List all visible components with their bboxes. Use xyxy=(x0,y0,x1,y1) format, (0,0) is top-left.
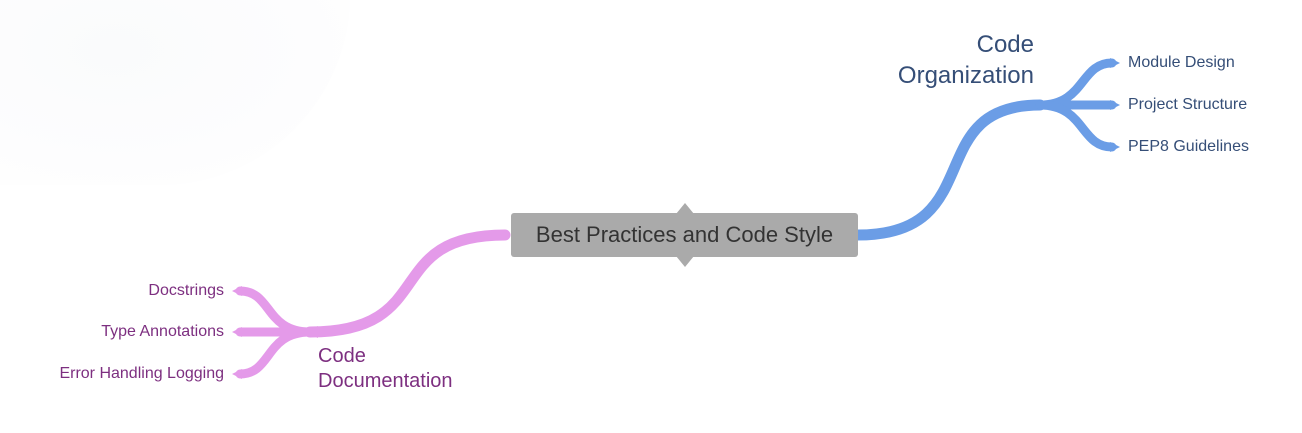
central-topic-top-notch xyxy=(676,203,694,214)
leaf-pep8-guidelines[interactable]: PEP8 Guidelines xyxy=(1128,138,1249,155)
leaf-module-design[interactable]: Module Design xyxy=(1128,54,1235,71)
connector-organization-module-design xyxy=(1035,58,1117,110)
leaf-project-structure[interactable]: Project Structure xyxy=(1128,96,1248,113)
branch-code-documentation-label-line2: Documentation xyxy=(318,370,453,392)
connector-documentation-docstrings xyxy=(235,286,315,337)
central-topic-label: Best Practices and Code Style xyxy=(535,222,834,247)
branch-code-organization-label-line2: Organization xyxy=(897,62,1034,89)
branch-code-documentation-label-line1: Code xyxy=(318,345,366,367)
connector-documentation-error-handling xyxy=(235,327,315,379)
leaf-type-annotations[interactable]: Type Annotations xyxy=(101,323,224,340)
connector-organization-pep8-guidelines xyxy=(1035,100,1117,152)
arrowhead-type-annotations xyxy=(232,327,242,337)
arrowhead-module-design xyxy=(1110,58,1120,68)
connector-central-to-organization xyxy=(852,99,1046,241)
arrowhead-error-handling xyxy=(232,369,242,379)
leaf-docstrings[interactable]: Docstrings xyxy=(148,282,224,299)
arrowhead-pep8-guidelines xyxy=(1110,142,1120,152)
arrowhead-documentation-root xyxy=(306,326,318,338)
branch-code-documentation[interactable]: Code Documentation xyxy=(318,344,453,394)
central-topic-bottom-notch xyxy=(676,256,694,267)
arrowhead-docstrings xyxy=(232,286,242,296)
arrowhead-project-structure xyxy=(1110,100,1120,110)
branch-code-organization[interactable]: Code Organization xyxy=(898,29,1034,91)
leaf-error-handling-logging[interactable]: Error Handling Logging xyxy=(59,365,224,382)
connector-central-to-documentation xyxy=(304,229,511,338)
branch-code-organization-label-line1: Code xyxy=(976,31,1034,58)
central-topic[interactable]: Best Practices and Code Style xyxy=(511,213,858,257)
